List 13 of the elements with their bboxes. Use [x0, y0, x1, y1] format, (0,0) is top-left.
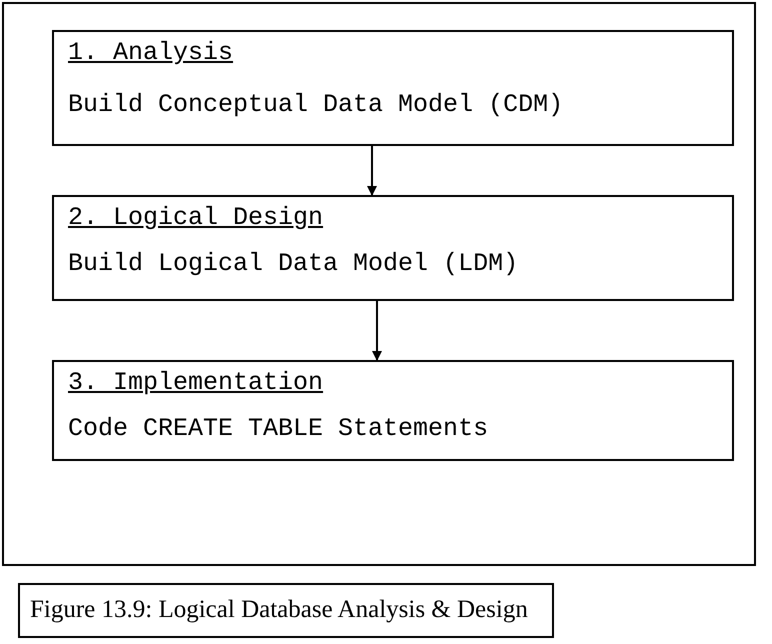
step-description: Build Logical Data Model (LDM) — [68, 249, 518, 278]
step-heading: 3. Implementation — [68, 368, 324, 397]
process-box — [52, 30, 734, 146]
arrow — [367, 146, 377, 196]
process-box — [52, 195, 734, 301]
frame-box — [2, 2, 756, 566]
step-heading: 1. Analysis — [68, 38, 234, 67]
step-description: Build Conceptual Data Model (CDM) — [68, 90, 564, 119]
step-heading: 2. Logical Design — [68, 203, 324, 232]
process-box — [52, 360, 734, 461]
arrow — [372, 301, 382, 361]
step-description: Code CREATE TABLE Statements — [68, 414, 488, 443]
figure-caption: Figure 13.9: Logical Database Analysis & Design — [18, 583, 554, 638]
